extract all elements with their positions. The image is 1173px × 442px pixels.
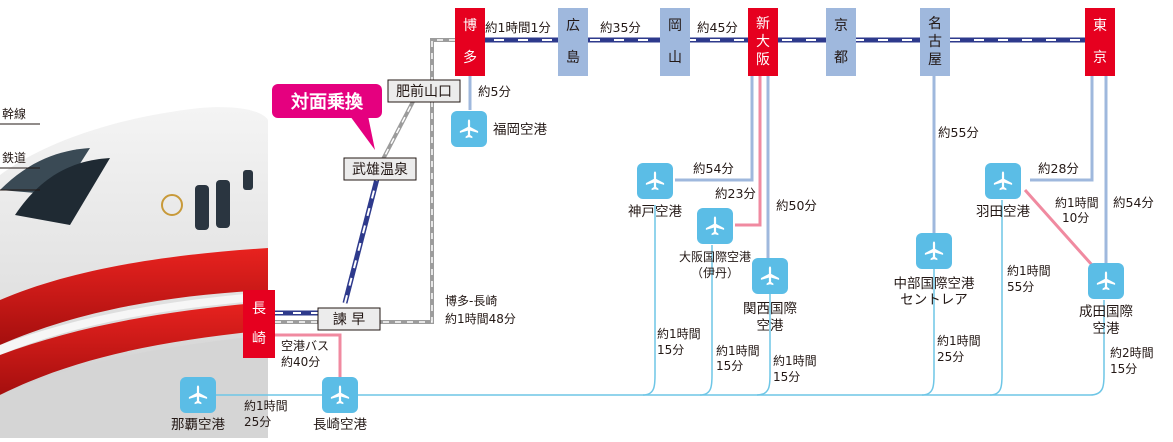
time-to-narita-line2: 15分 [1110,362,1137,376]
callout-label: 対面乗換 [290,91,364,113]
station-tokyo[interactable]: 東 京 [1085,8,1115,76]
time-hiroshima-okayama: 約35分 [600,20,641,35]
cross-platform-transfer-callout: 対面乗換 [272,84,382,150]
time-narita: 約54分 [1113,195,1154,210]
time-hakata-nagasaki-line1: 博多-長崎 [445,293,497,308]
time-to-kansai-line2: 15分 [773,370,800,384]
airport-narita[interactable]: 成田国際 空港 [1079,263,1133,337]
airport-narita-label2: 空港 [1093,321,1121,337]
airport-kansai-label2: 空港 [757,318,785,334]
station-hiroshima-char2: 島 [566,50,580,66]
airport-kansai-label1: 関西国際 [743,301,797,317]
station-tokyo-char1: 東 [1093,18,1107,34]
time-kobe: 約54分 [693,161,734,176]
time-haneda-narita-line2: 10分 [1062,211,1089,225]
station-nagasaki-char2: 崎 [252,331,266,347]
station-takeo-label: 武雄温泉 [352,161,408,178]
time-to-narita-line1: 約2時間 [1110,345,1154,360]
station-kyoto-char1: 京 [834,18,848,34]
station-shinosaka-char1: 新 [756,16,770,32]
air-routes [200,200,1105,396]
time-naha-nagasaki-line2: 25分 [244,415,271,429]
time-nagasaki-bus-line1: 空港バス [281,339,329,353]
airport-kobe-label: 神戸空港 [628,204,682,220]
station-nagoya-char2: 古 [928,34,942,50]
time-haneda: 約28分 [1038,161,1079,176]
station-isahaya-label: 諫 早 [333,312,365,328]
legend-line1-label: 幹線 [2,106,26,121]
airport-nagasaki-label: 長崎空港 [313,417,367,433]
station-hakata[interactable]: 博 多 [455,8,485,76]
airport-chubu[interactable]: 中部国際空港 セントレア [894,233,975,308]
airport-fukuoka[interactable]: 福岡空港 [451,111,547,147]
station-hizenyamaguchi[interactable]: 肥前山口 [387,79,461,103]
airport-itami[interactable]: 大阪国際空港 （伊丹） [679,208,751,280]
station-okayama[interactable]: 岡 山 [660,8,690,76]
airport-kobe[interactable]: 神戸空港 [628,163,682,220]
time-to-itami-line1: 約1時間 [716,343,760,358]
airport-naha-label: 那覇空港 [171,417,225,433]
airport-chubu-label1: 中部国際空港 [894,276,975,292]
airport-itami-label1: 大阪国際空港 [679,250,751,264]
airport-narita-label1: 成田国際 [1079,304,1133,320]
airport-chubu-label2: セントレア [900,292,968,308]
time-to-haneda-line2: 55分 [1007,280,1034,294]
time-hakata-fukuoka-airport: 約5分 [478,84,511,99]
shinkansen-train-image [0,107,268,439]
airport-haneda[interactable]: 羽田空港 [976,163,1030,220]
time-labels: 約1時間1分 約35分 約45分 約5分 博多-長崎 約1時間48分 空港バス … [244,20,1154,429]
time-nagasaki-bus-line2: 約40分 [281,354,320,369]
station-okayama-char2: 山 [668,50,682,66]
time-to-itami-line2: 15分 [716,359,743,373]
station-shinosaka-char3: 阪 [756,52,770,68]
access-rail-lines [468,70,1108,265]
station-nagoya-char1: 名 [928,16,942,32]
legend: 幹線 鉄道 [0,106,40,191]
time-to-chubu-line1: 約1時間 [937,333,981,348]
access-pink-lines [275,70,1094,380]
station-hizenyamaguchi-label: 肥前山口 [396,83,452,100]
airport-naha[interactable]: 那覇空港 [171,377,225,433]
airport-kansai[interactable]: 関西国際 空港 [743,258,797,334]
time-haneda-narita-line1: 約1時間 [1055,195,1099,210]
time-to-chubu-line2: 25分 [937,350,964,364]
time-hakata-hiroshima: 約1時間1分 [485,20,551,35]
station-nagoya[interactable]: 名 古 屋 [920,8,950,76]
station-tokyo-char2: 京 [1093,50,1107,66]
station-hakata-char1: 博 [463,17,477,34]
station-shinosaka[interactable]: 新 大 阪 [748,8,778,76]
station-nagasaki[interactable]: 長 崎 [243,290,275,358]
time-to-haneda-line1: 約1時間 [1007,263,1051,278]
legend-line2-label: 鉄道 [2,150,26,165]
station-nagoya-char3: 屋 [928,52,942,68]
station-shinosaka-char2: 大 [756,34,770,50]
time-hakata-nagasaki-line2: 約1時間48分 [445,311,516,326]
station-hiroshima[interactable]: 広 島 [558,8,588,76]
station-kyoto-char2: 都 [834,50,848,66]
time-to-kansai-line1: 約1時間 [773,353,817,368]
airport-itami-label2: （伊丹） [691,266,739,280]
time-to-kobe-line1: 約1時間 [657,326,701,341]
time-itami: 約23分 [715,186,756,201]
station-isahaya[interactable]: 諫 早 [317,307,381,331]
airport-nagasaki[interactable]: 長崎空港 [313,377,367,433]
airport-fukuoka-label: 福岡空港 [493,122,547,138]
airport-haneda-label: 羽田空港 [976,204,1030,220]
station-okayama-char1: 岡 [668,18,682,34]
station-nagasaki-char1: 長 [252,301,266,317]
time-naha-nagasaki-line1: 約1時間 [244,398,288,413]
station-takeo[interactable]: 武雄温泉 [343,157,417,181]
time-chubu: 約55分 [938,125,979,140]
time-kansai: 約50分 [776,198,817,213]
station-hakata-char2: 多 [463,49,477,66]
station-kyoto[interactable]: 京 都 [826,8,856,76]
time-okayama-shinosaka: 約45分 [697,20,738,35]
station-hiroshima-char1: 広 [566,18,580,34]
time-to-kobe-line2: 15分 [657,343,684,357]
